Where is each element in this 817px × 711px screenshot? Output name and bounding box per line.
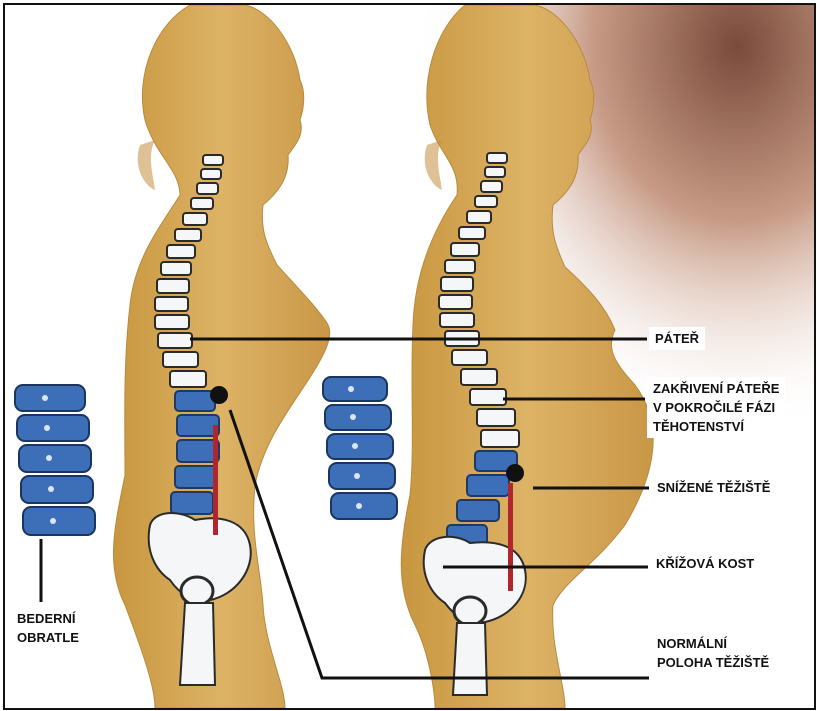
femur-normal bbox=[180, 603, 215, 685]
label-lowered-cog: SNÍŽENÉ TĚŽIŠTĚ bbox=[651, 476, 776, 499]
gravity-line-normal bbox=[213, 425, 218, 535]
figure-frame: PÁTEŘ ZAKŘIVENÍ PÁTEŘE V POKROČILÉ FÁZI … bbox=[3, 3, 816, 710]
spine-comparison-illustration bbox=[5, 5, 814, 708]
femur-pregnant bbox=[453, 623, 487, 695]
cog-marker-normal bbox=[210, 386, 228, 404]
spine-normal-lumbar bbox=[171, 391, 219, 514]
label-sacrum: KŘÍŽOVÁ KOST bbox=[650, 552, 760, 575]
figure-normal-hair bbox=[138, 140, 155, 190]
hip-joint-pregnant bbox=[454, 597, 486, 625]
label-spine: PÁTEŘ bbox=[649, 327, 705, 350]
hip-joint-normal bbox=[181, 577, 213, 605]
lumbar-vertebrae-closeup-left bbox=[15, 385, 95, 535]
label-lumbar: BEDERNÍ OBRATLE bbox=[11, 607, 85, 649]
gravity-line-pregnant bbox=[508, 483, 513, 591]
cog-marker-pregnant bbox=[506, 464, 524, 482]
label-curvature: ZAKŘIVENÍ PÁTEŘE V POKROČILÉ FÁZI TĚHOTE… bbox=[647, 377, 785, 438]
lumbar-vertebrae-closeup-right bbox=[323, 377, 397, 519]
label-normal-cog: NORMÁLNÍ POLOHA TĚŽIŠTĚ bbox=[651, 632, 775, 674]
